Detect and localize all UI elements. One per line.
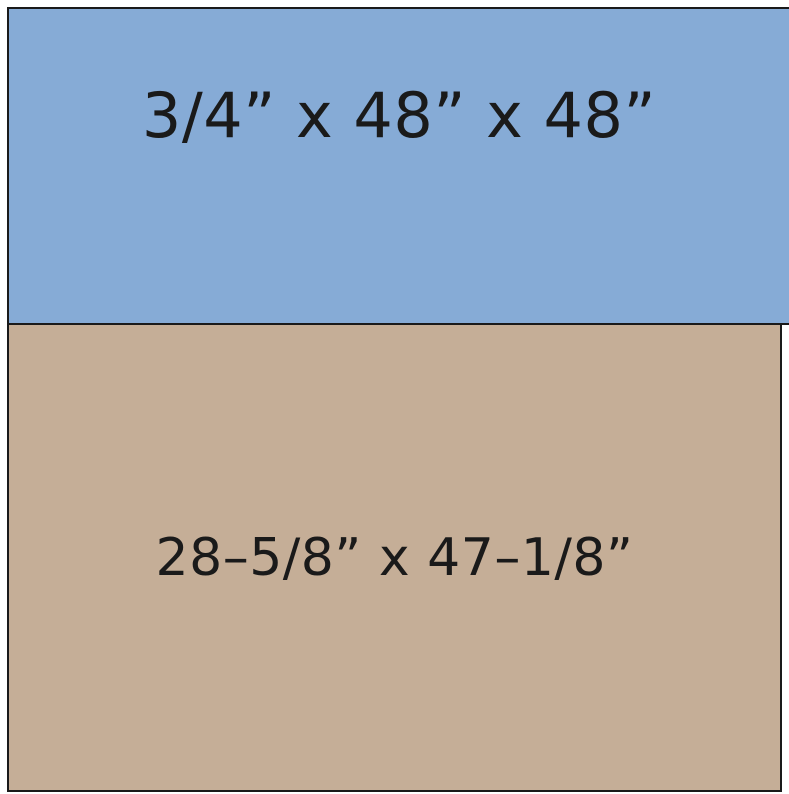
- cut-dimensions-label: 28–5/8” x 47–1/8”: [155, 527, 634, 588]
- sheet-dimensions-label: 3/4” x 48” x 48”: [141, 79, 657, 152]
- cut-piece-panel: 28–5/8” x 47–1/8”: [7, 323, 782, 792]
- full-sheet-panel: 3/4” x 48” x 48”: [7, 7, 789, 325]
